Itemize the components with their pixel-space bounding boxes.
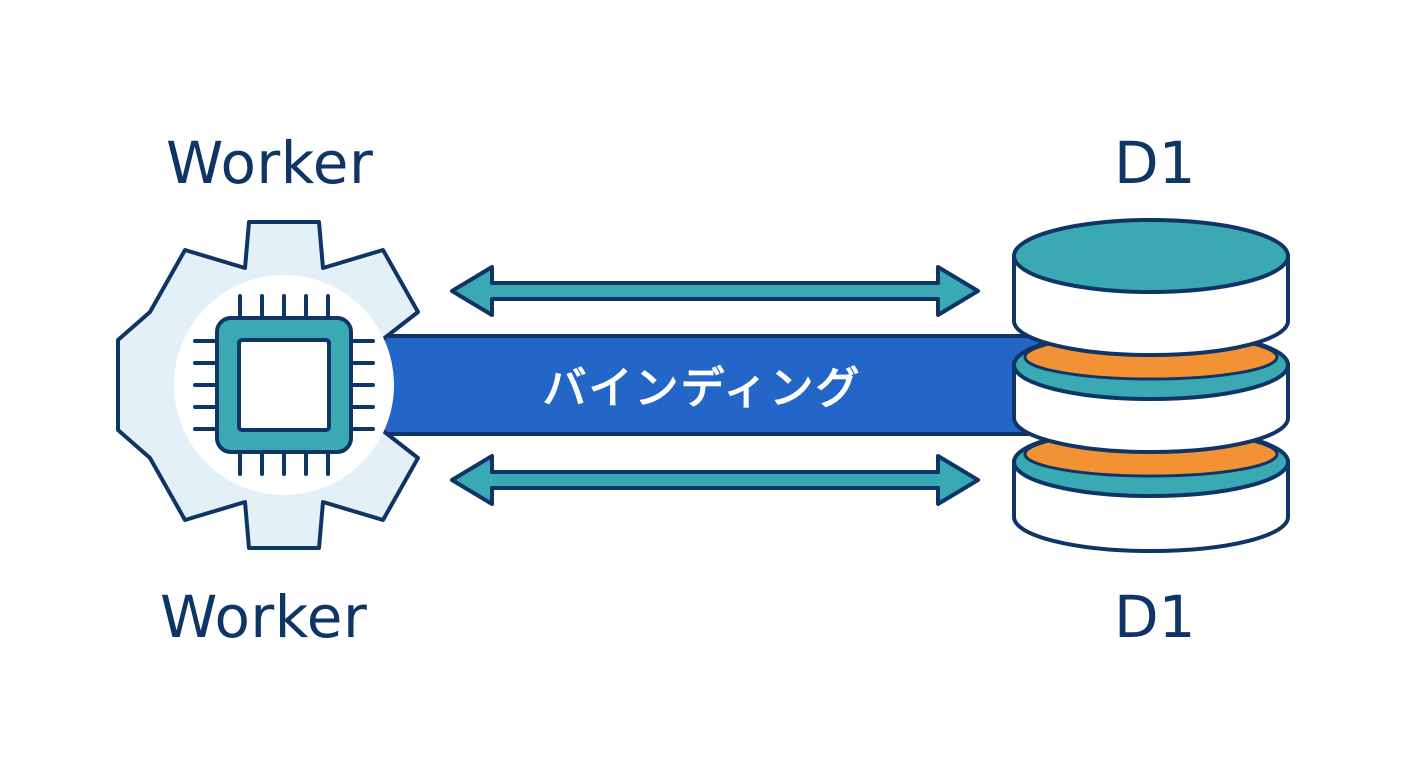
gear-chip-icon <box>116 220 420 550</box>
chip-core <box>237 338 331 432</box>
database-stack-icon <box>1012 218 1290 553</box>
d1-label-bottom: D1 <box>1114 583 1196 651</box>
chip-pins <box>193 294 375 476</box>
worker-label-bottom: Worker <box>160 583 368 651</box>
binding-band: バインディング <box>378 334 1042 436</box>
worker-label-top: Worker <box>166 129 374 197</box>
double-arrow-icon-bottom <box>450 454 980 506</box>
binding-label: バインディング <box>543 363 862 414</box>
d1-label-top: D1 <box>1114 129 1196 197</box>
double-arrow-icon-top <box>450 265 980 317</box>
